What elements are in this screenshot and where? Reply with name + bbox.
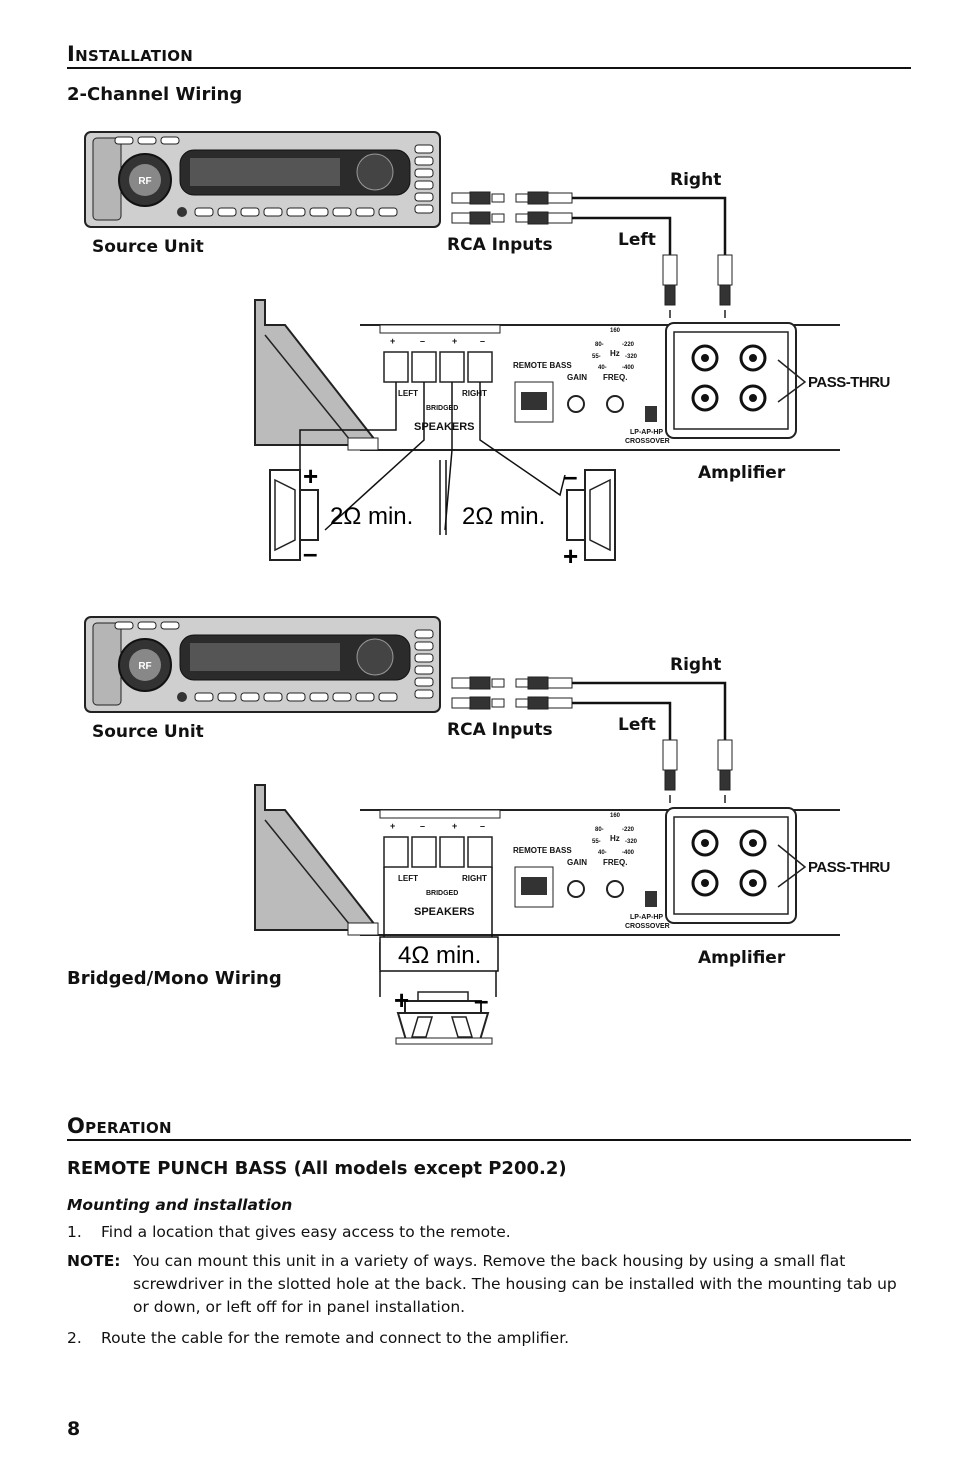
lp-ap-hp-label: LP-AP-HP [630, 914, 663, 921]
pass-thru-label: PASS-THRU [808, 374, 890, 391]
mono-speaker-graphic [395, 991, 493, 1045]
step-1: 1. Find a location that gives easy access… [67, 1221, 911, 1244]
right-channel-label: RIGHT [462, 389, 487, 398]
note-paragraph: NOTE: You can mount this unit in a variet… [67, 1250, 911, 1319]
left-speaker-impedance: 2Ω min. [330, 503, 413, 530]
bridged-mono-wiring-diagram: RF [60, 605, 920, 1050]
gain-label: GAIN [567, 858, 587, 867]
terminal-label: + [452, 821, 457, 831]
freq-mark: -400 [622, 850, 635, 856]
freq-mark: 55- [592, 354, 601, 360]
note-line-2: screwdriver in the slotted hole at the b… [133, 1275, 897, 1293]
hz-label: Hz [610, 834, 620, 843]
two-channel-wiring-diagram: RF [60, 120, 920, 580]
operation-heading: Operation [67, 1114, 911, 1141]
rca-cable-graphic [451, 676, 573, 710]
bridged-diagram-graphic: RF [84, 616, 840, 1045]
svg-text:+: + [563, 541, 578, 571]
bridged-label: BRIDGED [426, 405, 458, 412]
amplifier-label: Amplifier [698, 948, 786, 968]
rca-inputs-label: RCA Inputs [447, 720, 553, 740]
freq-mark: 40- [598, 365, 607, 371]
left-speaker-graphic: + – [269, 461, 319, 568]
svg-text:–: – [303, 538, 317, 568]
terminal-label: + [390, 821, 395, 831]
pass-thru-label: PASS-THRU [808, 859, 890, 876]
left-channel-label: LEFT [398, 389, 418, 398]
freq-mark: 160 [610, 813, 621, 819]
mounting-heading: Mounting and installation [67, 1196, 293, 1214]
crossover-label: CROSSOVER [625, 923, 670, 930]
installation-heading: Installation [67, 42, 911, 69]
svg-text:RF: RF [138, 176, 151, 187]
freq-mark: -320 [625, 839, 638, 845]
source-unit-graphic: RF [84, 616, 441, 713]
freq-mark: 160 [610, 328, 621, 334]
source-unit-graphic: RF [84, 131, 441, 228]
remote-bass-label: REMOTE BASS [513, 361, 572, 370]
terminal-label: – [480, 821, 485, 831]
left-label: Left [618, 230, 656, 250]
rca-cable-graphic [451, 191, 573, 225]
mono-plus-label: + [394, 985, 409, 1015]
step-2-text: Route the cable for the remote and conne… [101, 1329, 570, 1347]
freq-mark: -320 [625, 354, 638, 360]
right-channel-label: RIGHT [462, 874, 487, 883]
freq-mark: 40- [598, 850, 607, 856]
terminal-label: + [452, 336, 457, 346]
bridged-mono-wiring-label: Bridged/Mono Wiring [67, 968, 282, 989]
left-channel-label: LEFT [398, 874, 418, 883]
mono-minus-label: – [474, 985, 488, 1015]
svg-text:RF: RF [138, 661, 151, 672]
amplifier-graphic [254, 784, 840, 936]
two-channel-wiring-heading: 2-Channel Wiring [67, 84, 243, 105]
remote-punch-bass-heading: REMOTE PUNCH BASS (All models except P20… [67, 1158, 567, 1179]
svg-text:+: + [303, 461, 318, 491]
source-unit-label: Source Unit [92, 237, 204, 257]
left-label: Left [618, 715, 656, 735]
page-number: 8 [67, 1418, 81, 1440]
step-2: 2. Route the cable for the remote and con… [67, 1327, 911, 1350]
terminal-label: – [420, 336, 425, 346]
note-label: NOTE: [67, 1252, 121, 1270]
step-1-number: 1. [67, 1223, 82, 1241]
right-speaker-graphic: – + [563, 461, 616, 571]
freq-mark: 80- [595, 342, 604, 348]
amplifier-graphic [254, 299, 840, 451]
speakers-label: SPEAKERS [414, 906, 475, 918]
two-channel-diagram-graphic: RF [84, 131, 840, 571]
hz-label: Hz [610, 349, 620, 358]
freq-mark: -400 [622, 365, 635, 371]
speakers-label: SPEAKERS [414, 421, 475, 433]
svg-text:–: – [563, 461, 577, 491]
note-line-1: You can mount this unit in a variety of … [133, 1252, 846, 1270]
freq-mark: 55- [592, 839, 601, 845]
amplifier-label: Amplifier [698, 463, 786, 483]
freq-mark: -220 [622, 827, 635, 833]
terminal-label: – [420, 821, 425, 831]
step-2-number: 2. [67, 1329, 82, 1347]
crossover-label: CROSSOVER [625, 438, 670, 445]
right-label: Right [670, 655, 722, 675]
right-label: Right [670, 170, 722, 190]
terminal-label: – [480, 336, 485, 346]
remote-bass-label: REMOTE BASS [513, 846, 572, 855]
gain-label: GAIN [567, 373, 587, 382]
source-unit-label: Source Unit [92, 722, 204, 742]
freq-label: FREQ. [603, 373, 627, 382]
freq-mark: -220 [622, 342, 635, 348]
freq-mark: 80- [595, 827, 604, 833]
bridged-label: BRIDGED [426, 890, 458, 897]
step-1-text: Find a location that gives easy access t… [101, 1223, 511, 1241]
right-speaker-impedance: 2Ω min. [462, 503, 545, 530]
mono-speaker-impedance: 4Ω min. [398, 942, 481, 969]
lp-ap-hp-label: LP-AP-HP [630, 429, 663, 436]
note-line-3: or down, or left off for in panel instal… [133, 1298, 466, 1316]
rca-inputs-label: RCA Inputs [447, 235, 553, 255]
freq-label: FREQ. [603, 858, 627, 867]
terminal-label: + [390, 336, 395, 346]
